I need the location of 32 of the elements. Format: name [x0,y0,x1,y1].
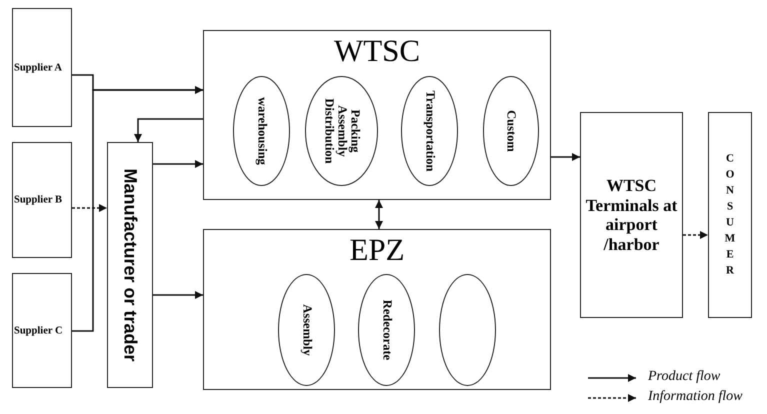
flow-arrow [153,291,203,299]
flow-arrow [72,204,107,212]
legend-label: Information flow [648,389,743,405]
flow-arrow [72,86,203,332]
legend-label: Product flow [648,369,720,385]
supplier-label: Supplier B [14,194,62,206]
terminal-label: WTSC Terminals at airport /harbor [584,176,678,254]
supplier-box [12,273,72,388]
supplier-box [12,8,72,127]
flow-arrow [153,160,203,168]
flow-arrow [134,118,203,142]
function-label: Transportation [422,89,436,174]
function-label: Redecorate [380,298,394,362]
consumer-box [708,112,752,318]
zone-box [203,30,551,200]
function-label: Packing Assembly Distribution [322,97,362,166]
consumer-label: CONSUMER [724,151,736,278]
supplier-box [12,142,72,258]
flow-arrow [551,153,580,161]
zone-title: EPZ [348,233,406,268]
zone-box [203,229,551,390]
function-label: warehousing [254,96,268,167]
terminal-box [580,112,683,318]
supplier-label: Supplier A [14,62,62,73]
manufacturer-box [107,142,153,388]
flow-arrow [683,231,708,239]
function-label: Assembly [300,303,314,358]
function-label: Custom [504,109,518,154]
zone-title: WTSC [332,34,422,68]
manufacturer-label: Manufacturer or trader [120,168,140,362]
supplier-label: Supplier C [14,325,63,336]
flow-arrow [375,200,383,229]
